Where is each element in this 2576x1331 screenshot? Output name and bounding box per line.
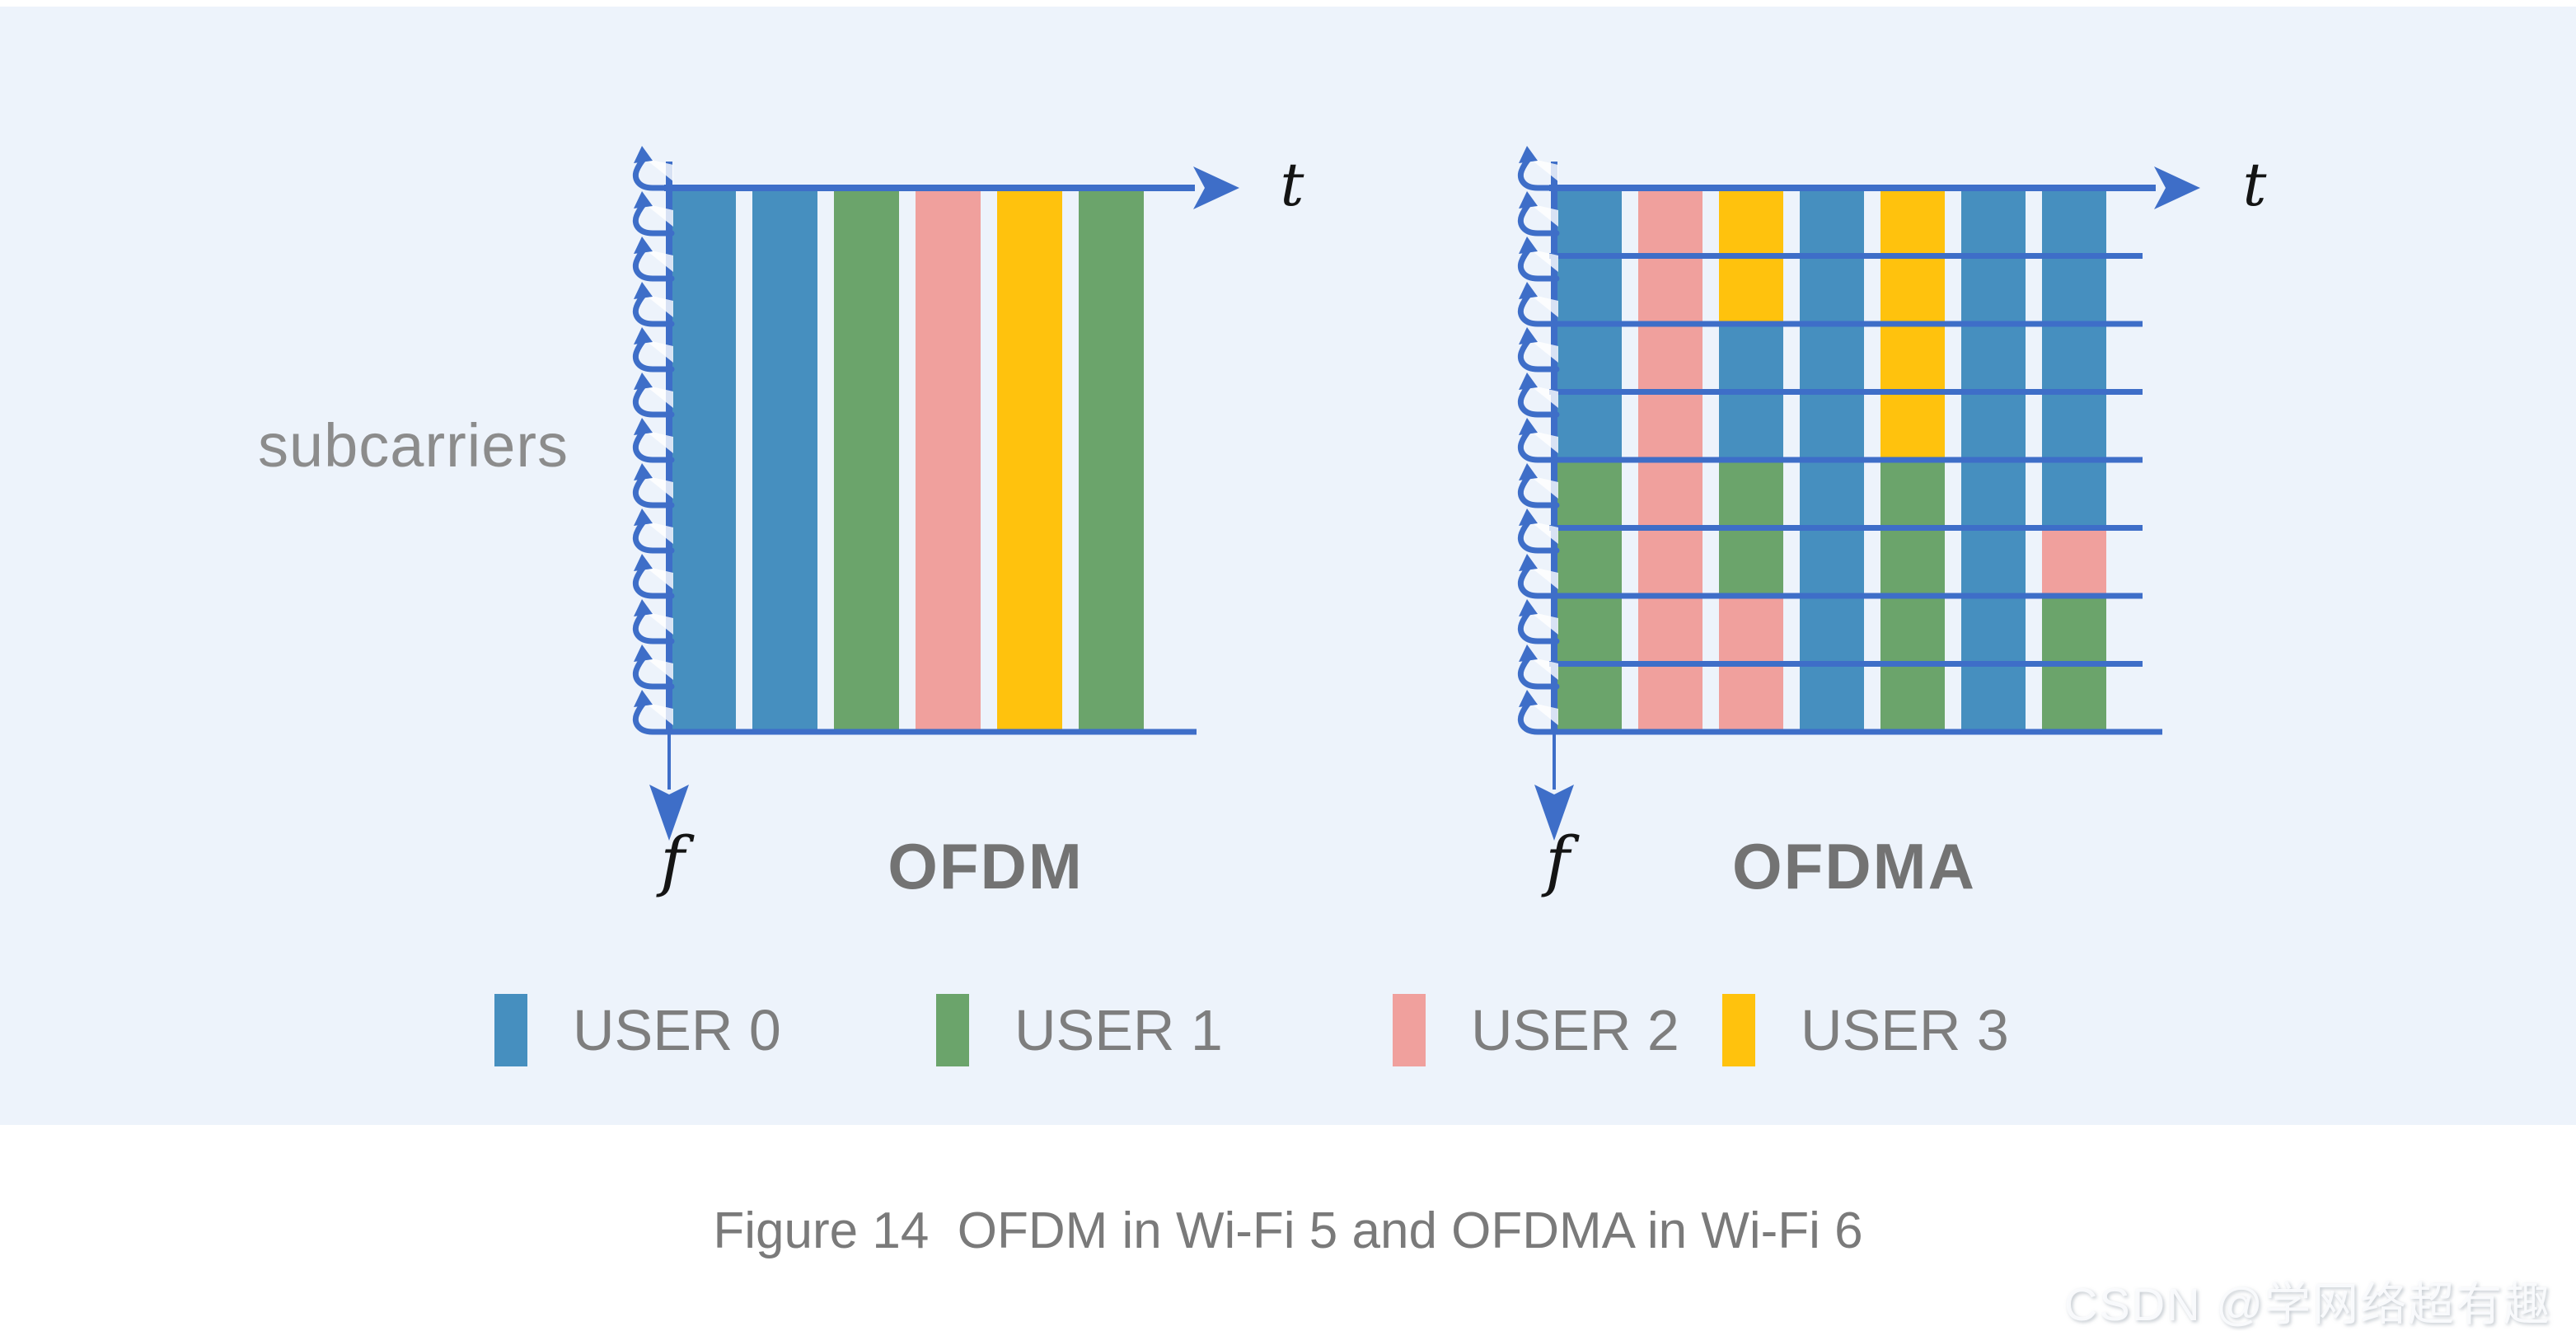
ofdma-cell-r1-c0 — [1557, 255, 1622, 325]
ofdma-cell-r7-c5 — [1961, 663, 2026, 733]
ofdma-cell-r5-c3 — [1800, 527, 1864, 597]
ofdma-cell-r1-c4 — [1880, 255, 1945, 325]
ofdma-cell-r4-c5 — [1961, 460, 2026, 529]
ofdma-time-arrowhead — [2154, 166, 2200, 209]
ofdma-cell-r5-c4 — [1880, 527, 1945, 597]
ofdm-bar-4 — [997, 188, 1062, 732]
ofdma-cell-r0-c2 — [1719, 188, 1783, 257]
ofdma-cell-r5-c5 — [1961, 527, 2026, 597]
background-panel — [0, 7, 2576, 1125]
ofdma-cell-r0-c0 — [1557, 188, 1622, 257]
ofdm-time-axis-label: t — [1280, 150, 1304, 219]
ofdma-cell-r4-c2 — [1719, 460, 1783, 529]
ofdma-cell-r4-c4 — [1880, 460, 1945, 529]
ofdm-bar-0 — [671, 188, 736, 732]
ofdma-freq-axis-label: f — [1545, 823, 1570, 899]
ofdma-cell-r5-c1 — [1638, 527, 1703, 597]
ofdma-cell-r2-c6 — [2042, 324, 2106, 393]
ofdma-cell-r2-c3 — [1800, 324, 1864, 393]
ofdma-cell-r3-c3 — [1800, 391, 1864, 461]
ofdma-cell-r6-c0 — [1557, 596, 1622, 665]
ofdma-cell-r1-c1 — [1638, 255, 1703, 325]
ofdma-cell-r7-c6 — [2042, 663, 2106, 733]
legend-label-user0: USER 0 — [573, 998, 781, 1062]
ofdma-cell-r1-c3 — [1800, 255, 1864, 325]
ofdma-cell-r4-c3 — [1800, 460, 1864, 529]
ofdma-cell-r7-c1 — [1638, 663, 1703, 733]
ofdma-cell-r4-c0 — [1557, 460, 1622, 529]
legend-label-user2: USER 2 — [1471, 998, 1679, 1062]
legend-item-user0: USER 0 — [494, 994, 781, 1066]
ofdm-subcarrier-arrows — [634, 146, 673, 732]
ofdma-time-axis-label: t — [2242, 150, 2267, 219]
ofdma-cell-r7-c0 — [1557, 663, 1622, 733]
ofdma-chart — [1519, 146, 2200, 841]
legend-swatch-user2 — [1393, 994, 1426, 1066]
ofdma-cell-r3-c6 — [2042, 391, 2106, 461]
watermark: CSDN @学网络超有趣 — [2063, 1278, 2551, 1330]
ofdma-cell-r2-c4 — [1880, 324, 1945, 393]
ofdm-bars — [671, 188, 1144, 732]
subcarriers-label: subcarriers — [258, 411, 569, 480]
ofdma-cell-r1-c6 — [2042, 255, 2106, 325]
ofdm-time-arrowhead — [1193, 166, 1239, 209]
ofdm-bar-3 — [916, 188, 981, 732]
legend-item-user1: USER 1 — [936, 994, 1223, 1066]
ofdma-cell-r2-c1 — [1638, 324, 1703, 393]
ofdma-cells — [1557, 188, 2106, 733]
ofdm-freq-arrowhead — [649, 785, 689, 841]
ofdma-cell-r4-c1 — [1638, 460, 1703, 529]
legend-swatch-user3 — [1722, 994, 1755, 1066]
ofdma-cell-r0-c4 — [1880, 188, 1945, 257]
ofdma-cell-r3-c5 — [1961, 391, 2026, 461]
ofdma-cell-r0-c6 — [2042, 188, 2106, 257]
ofdm-bar-2 — [834, 188, 899, 732]
legend-item-user3: USER 3 — [1722, 994, 2009, 1066]
ofdm-bar-1 — [752, 188, 817, 732]
ofdma-cell-r3-c4 — [1880, 391, 1945, 461]
ofdma-cell-r2-c5 — [1961, 324, 2026, 393]
legend-label-user3: USER 3 — [1801, 998, 2009, 1062]
ofdma-cell-r0-c5 — [1961, 188, 2026, 257]
ofdma-cell-r6-c6 — [2042, 596, 2106, 665]
legend-item-user2: USER 2 — [1393, 994, 1679, 1066]
ofdm-chart — [634, 146, 1239, 841]
ofdma-cell-r7-c2 — [1719, 663, 1783, 733]
ofdma-cell-r5-c6 — [2042, 527, 2106, 597]
ofdma-cell-r3-c2 — [1719, 391, 1783, 461]
ofdma-cell-r4-c6 — [2042, 460, 2106, 529]
ofdma-cell-r5-c0 — [1557, 527, 1622, 597]
ofdm-bar-5 — [1079, 188, 1144, 732]
ofdma-cell-r3-c0 — [1557, 391, 1622, 461]
figure-caption: Figure 14 OFDM in Wi-Fi 5 and OFDMA in W… — [713, 1202, 1863, 1259]
ofdma-cell-r2-c2 — [1719, 324, 1783, 393]
ofdma-row-lines — [1549, 253, 2143, 667]
ofdma-cell-r1-c5 — [1961, 255, 2026, 325]
legend-label-user1: USER 1 — [1014, 998, 1223, 1062]
ofdma-cell-r7-c4 — [1880, 663, 1945, 733]
ofdm-freq-axis-label: f — [660, 823, 685, 899]
ofdm-title: OFDM — [888, 830, 1084, 902]
ofdma-cell-r6-c3 — [1800, 596, 1864, 665]
ofdma-cell-r6-c5 — [1961, 596, 2026, 665]
legend-swatch-user0 — [494, 994, 527, 1066]
ofdma-cell-r2-c0 — [1557, 324, 1622, 393]
ofdma-cell-r0-c3 — [1800, 188, 1864, 257]
ofdma-subcarrier-arrows — [1519, 146, 1558, 732]
ofdma-cell-r6-c1 — [1638, 596, 1703, 665]
ofdma-freq-arrowhead — [1534, 785, 1574, 841]
ofdma-cell-r0-c1 — [1638, 188, 1703, 257]
ofdma-title: OFDMA — [1732, 830, 1976, 902]
ofdma-cell-r1-c2 — [1719, 255, 1783, 325]
ofdma-cell-r3-c1 — [1638, 391, 1703, 461]
ofdma-cell-r6-c4 — [1880, 596, 1945, 665]
ofdma-cell-r6-c2 — [1719, 596, 1783, 665]
ofdma-cell-r7-c3 — [1800, 663, 1864, 733]
ofdma-cell-r5-c2 — [1719, 527, 1783, 597]
legend-swatch-user1 — [936, 994, 969, 1066]
